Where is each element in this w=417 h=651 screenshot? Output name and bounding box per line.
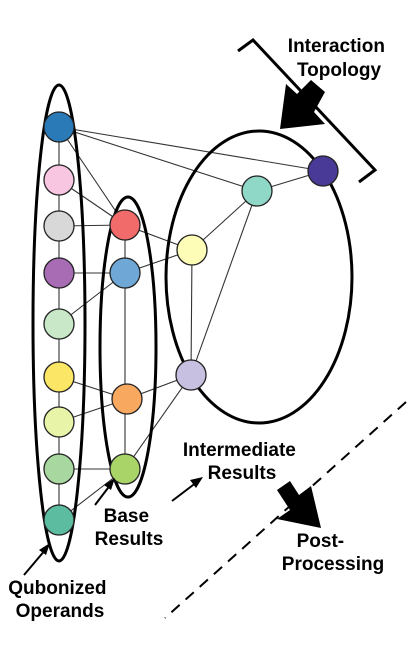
qubonized-operands-label: Qubonized Operands <box>8 578 111 622</box>
operand-node <box>43 406 75 438</box>
interaction-topology-line1: Interaction <box>288 36 385 57</box>
operand-node <box>43 111 75 143</box>
interaction-topology-label: Interaction Topology <box>288 36 390 81</box>
operand-node <box>43 257 75 289</box>
post-processing-line1: Post- <box>297 531 345 552</box>
operand-node <box>43 308 75 340</box>
intermediate-results-pointer <box>171 481 198 502</box>
operand-nodes <box>43 111 75 536</box>
qubonized-operands-pointer-head <box>39 543 50 555</box>
intermediate-results-label: Intermediate Results <box>183 440 301 484</box>
operand-node <box>43 453 75 485</box>
operand-node <box>43 210 75 242</box>
intermediate-results-group <box>164 129 354 425</box>
base-results-line1: Base <box>104 506 149 527</box>
edge-inter1-inter2 <box>190 249 193 376</box>
base-node <box>109 257 141 289</box>
intermediate-results-line2: Results <box>208 463 277 484</box>
edge-operand1-topology2 <box>58 126 324 172</box>
base-results-group <box>98 195 158 499</box>
topology-node <box>241 175 273 207</box>
base-node <box>111 383 143 415</box>
interaction-topology-arrow <box>280 80 325 129</box>
edge-base4-inter2 <box>124 374 192 470</box>
topology-node <box>307 155 339 187</box>
qubonized-operands-pointer <box>23 548 47 576</box>
edge-inter2-topology1 <box>190 190 258 376</box>
post-processing-label: Post- Processing <box>282 531 384 575</box>
base-node <box>109 453 141 485</box>
base-results-label: Base Results <box>95 506 164 550</box>
operand-node <box>43 504 75 536</box>
edge-operand1-topology1 <box>58 126 258 192</box>
post-processing-arrow <box>277 481 321 528</box>
post-processing-line2: Processing <box>282 554 384 575</box>
base-results-pointer-head <box>104 478 115 490</box>
intermediate-node <box>176 234 208 266</box>
topology-nodes <box>241 155 339 207</box>
interaction-topology-line2: Topology <box>297 60 382 81</box>
edges <box>58 126 324 521</box>
base-results-line2: Results <box>95 529 164 550</box>
intermediate-results-line1: Intermediate <box>183 440 296 461</box>
intermediate-node <box>175 359 207 391</box>
qubonized-operands-group <box>31 83 87 563</box>
qubonized-operands-line1: Qubonized <box>8 578 106 599</box>
post-processing-separator <box>164 401 407 619</box>
operand-node <box>43 164 75 196</box>
intermediate-results-pointer-head <box>190 477 203 488</box>
intermediate-nodes <box>175 234 208 391</box>
operand-node <box>43 361 75 393</box>
base-node <box>109 209 141 241</box>
qubonized-operands-line2: Operands <box>16 601 105 622</box>
base-nodes <box>109 209 143 485</box>
edge-operand1-base1 <box>58 126 126 226</box>
